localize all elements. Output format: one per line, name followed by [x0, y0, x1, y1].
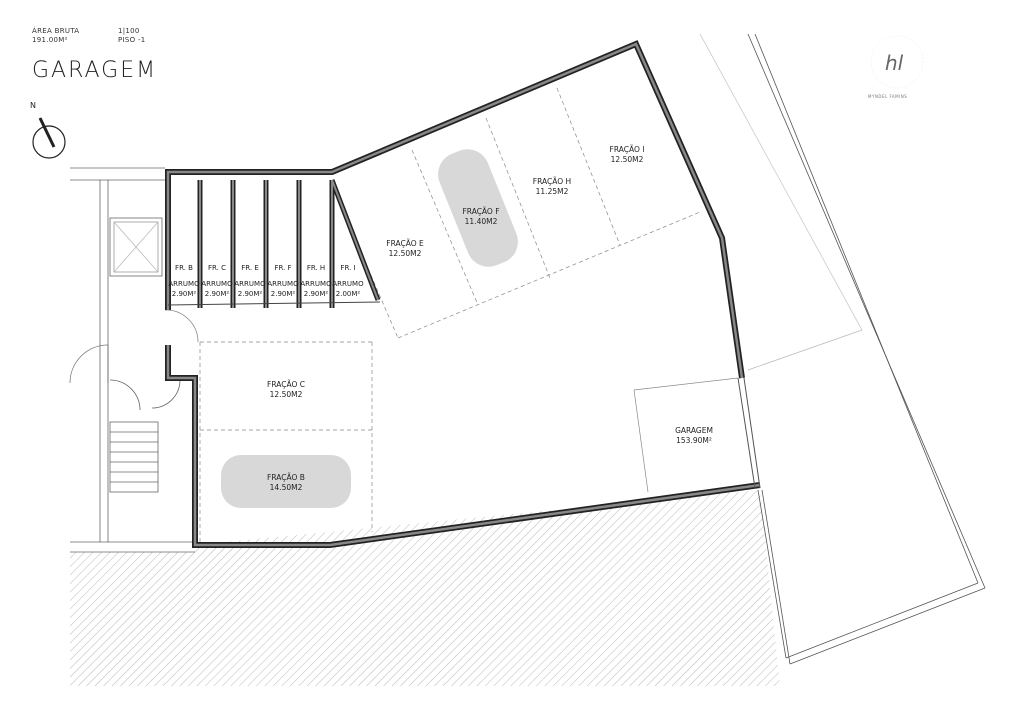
logo-subtext: MYNDEL FAMINS [868, 94, 908, 99]
parking-grid [199, 87, 701, 545]
parking-labels: FRAÇÃO I 12.50M2 FRAÇÃO H 11.25M2 FRAÇÃO… [267, 145, 713, 492]
storage-fr-h: FR. H [307, 264, 325, 272]
storage-label-f: ARRUMO [267, 280, 299, 288]
logo-monogram: hl [885, 51, 904, 75]
garage-area: 153.90M² [676, 436, 712, 445]
parking-name-i: FRAÇÃO I [610, 145, 645, 154]
parking-name-f: FRAÇÃO F [462, 207, 499, 216]
site-boundary [699, 33, 986, 665]
storage-fr-e: FR. E [241, 264, 259, 272]
parking-area-i: 12.50M2 [611, 155, 644, 164]
storage-area-h: 2.90M² [304, 290, 329, 298]
storage-labels: FR. B ARRUMO 2.90M² FR. C ARRUMO 2.90M² … [168, 264, 364, 298]
left-building [69, 167, 199, 553]
storage-label-c: ARRUMO [201, 280, 233, 288]
north-label: N [30, 101, 36, 110]
parking-area-h: 11.25M2 [536, 187, 569, 196]
storage-partitions [197, 179, 381, 308]
garage-name: GARAGEM [675, 426, 713, 435]
storage-area-e: 2.90M² [238, 290, 263, 298]
car-icon [221, 149, 518, 508]
storage-label-e: ARRUMO [234, 280, 266, 288]
north-arrow-icon [32, 117, 66, 159]
logo-icon: hl [870, 35, 924, 89]
floor-label: PISO -1 [118, 36, 146, 44]
parking-area-e: 12.50M2 [389, 249, 422, 258]
storage-label-h: ARRUMO [300, 280, 332, 288]
scale-label: 1|100 [118, 27, 140, 35]
gross-area-label: ÁREA BRUTA [32, 27, 80, 35]
gross-area-value: 191.00M² [32, 36, 68, 44]
storage-fr-c: FR. C [208, 264, 226, 272]
parking-area-b: 14.50M2 [270, 483, 303, 492]
storage-area-f: 2.90M² [271, 290, 296, 298]
storage-area-b: 2.90M² [172, 290, 197, 298]
storage-area-i: 2.00M² [336, 290, 361, 298]
parking-area-f: 11.40M2 [465, 217, 498, 226]
storage-fr-b: FR. B [175, 264, 193, 272]
garage-box [633, 377, 739, 493]
parking-name-c: FRAÇÃO C [267, 380, 305, 389]
parking-name-b: FRAÇÃO B [267, 473, 305, 482]
storage-label-i: ARRUMO [332, 280, 364, 288]
parking-area-c: 12.50M2 [270, 390, 303, 399]
page-title: GARAGEM [32, 58, 158, 83]
terrain-hatch [70, 490, 780, 686]
storage-fr-i: FR. I [340, 264, 355, 272]
storage-area-c: 2.90M² [205, 290, 230, 298]
storage-label-b: ARRUMO [168, 280, 200, 288]
parking-name-e: FRAÇÃO E [386, 239, 424, 248]
storage-fr-f: FR. F [274, 264, 291, 272]
parking-name-h: FRAÇÃO H [533, 177, 571, 186]
